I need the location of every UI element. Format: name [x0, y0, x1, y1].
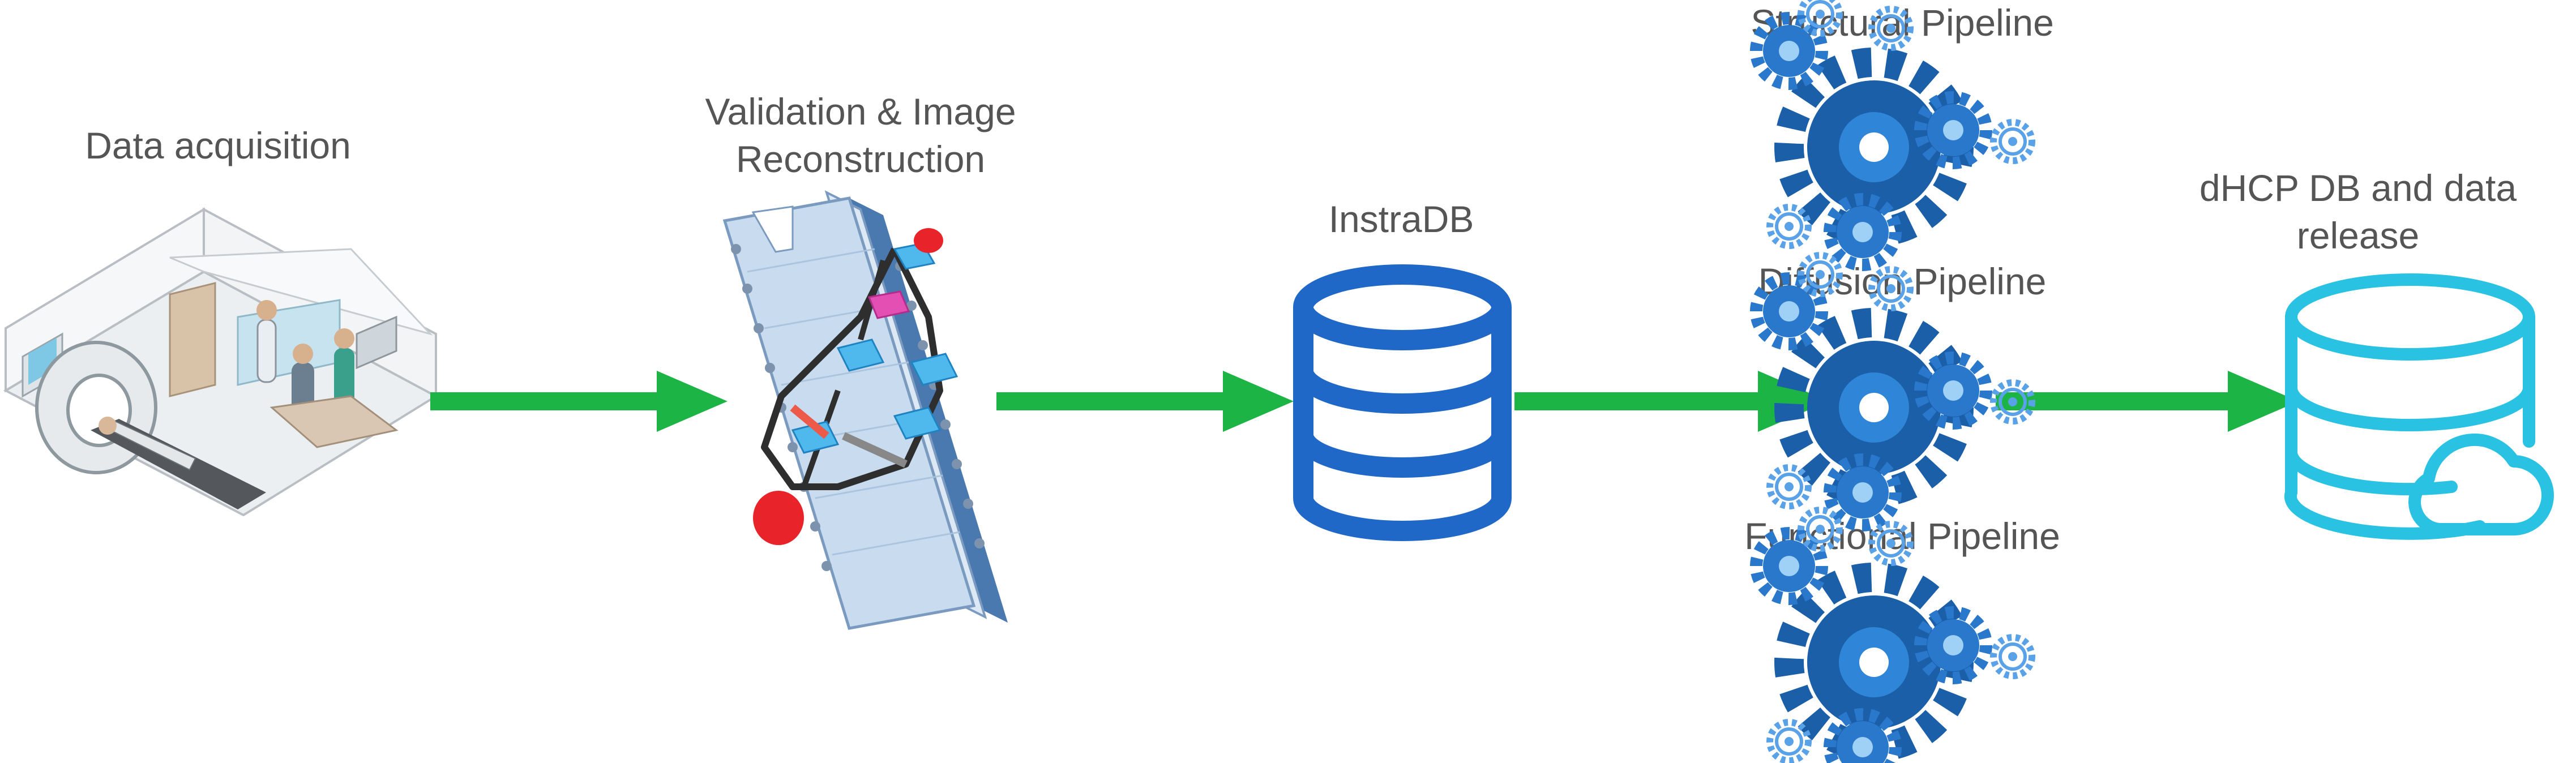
label-dhcp-release: dHCP DB and data release: [2140, 164, 2576, 259]
structural-pipeline-gears-icon: [1756, 0, 2032, 265]
diffusion-pipeline-gears-icon: [1756, 255, 2032, 525]
label-instradb: InstraDB: [1328, 198, 1474, 240]
functional-pipeline-gears-icon: [1756, 510, 2032, 763]
label-validation-line2: Reconstruction: [735, 138, 986, 180]
mri-room-icon: [3, 207, 439, 517]
workflow-document-icon: [722, 190, 1008, 630]
label-release-line1: dHCP DB and data: [2199, 167, 2517, 209]
arrow-acquisition-to-validation: [430, 371, 728, 432]
cloud-database-icon: [2284, 273, 2554, 540]
database-icon: [1293, 264, 1512, 541]
arrow-pipelines-to-release: [1996, 371, 2299, 432]
label-validation: Validation & Image Reconstruction: [662, 88, 1059, 183]
label-validation-line1: Validation & Image: [705, 91, 1016, 132]
arrow-validation-to-instradb: [996, 371, 1294, 432]
label-data-acquisition: Data acquisition: [85, 125, 351, 166]
label-release-line2: release: [2296, 215, 2420, 256]
